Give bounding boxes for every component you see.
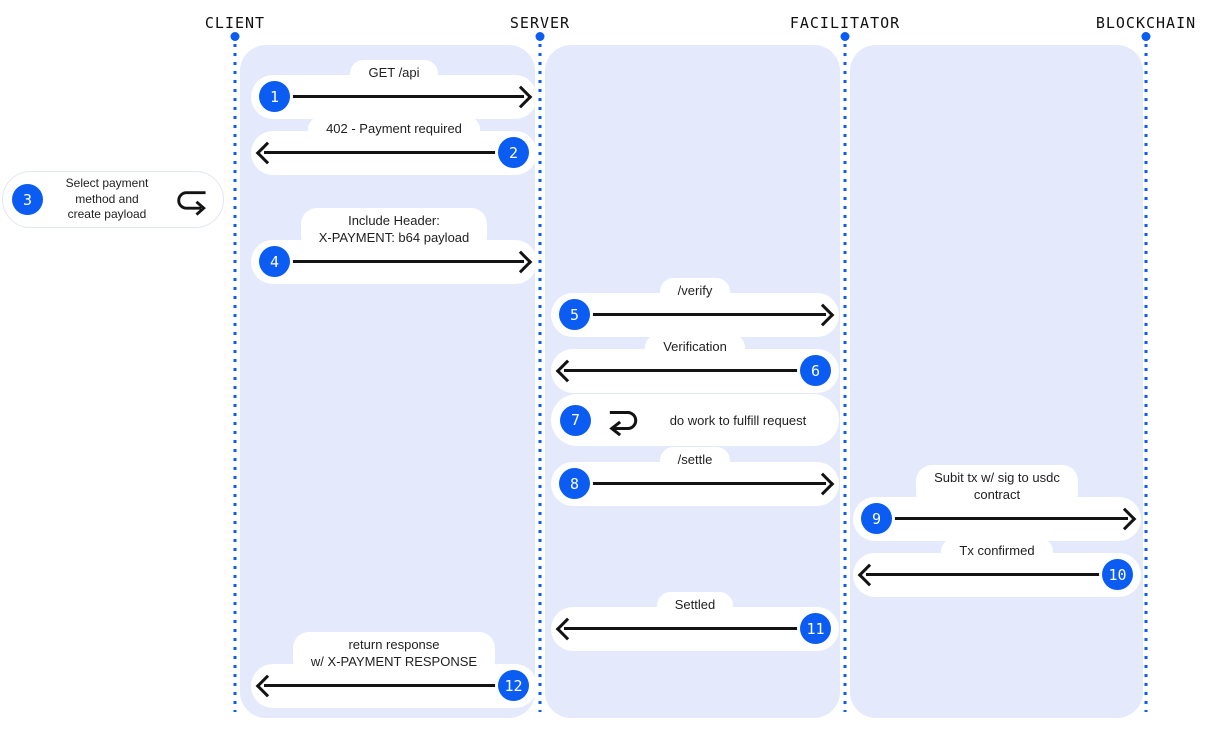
step-5-badge: 5: [559, 299, 590, 331]
arrow-line: [564, 369, 800, 373]
arrow-line: [866, 573, 1102, 577]
step-2-badge: 2: [498, 137, 529, 169]
message-5: /verify 5: [551, 278, 839, 337]
arrow-line: [264, 151, 498, 155]
lifeline-client: [233, 44, 237, 712]
arrow-line: [892, 517, 1128, 521]
message-4-label: Include Header: X-PAYMENT: b64 payload: [300, 208, 488, 252]
arrowhead-right-icon: [811, 303, 835, 327]
step-10-badge: 10: [1102, 559, 1133, 591]
arrowhead-right-icon: [509, 250, 533, 274]
arrow-line: [264, 684, 498, 688]
step-7-badge: 7: [560, 404, 591, 436]
message-9-label: Subit tx w/ sig to usdc contract: [916, 465, 1078, 509]
step-3-badge: 3: [12, 184, 43, 215]
step-6-badge: 6: [800, 355, 831, 387]
message-1-label: GET /api: [350, 60, 438, 87]
message-10-label: Tx confirmed: [941, 538, 1053, 565]
arrowhead-right-icon: [1113, 507, 1137, 531]
lifeline-blockchain: [1144, 44, 1148, 712]
lifeline-dot-client: [230, 32, 240, 41]
message-8: /settle 8: [551, 447, 839, 506]
panel-facilitator-blockchain: [850, 45, 1143, 718]
message-6-label: Verification: [645, 334, 745, 361]
message-4: Include Header: X-PAYMENT: b64 payload 4: [251, 208, 537, 284]
message-2-label: 402 - Payment required: [308, 116, 480, 143]
lifeline-dot-blockchain: [1141, 32, 1151, 41]
actor-label-blockchain: BLOCKCHAIN: [1095, 14, 1197, 32]
message-12: return response w/ X-PAYMENT RESPONSE 12: [251, 632, 537, 708]
message-1-arrow: 1: [251, 74, 537, 119]
message-11-label: Settled: [656, 592, 734, 619]
message-11: Settled 11: [551, 592, 839, 651]
arrowhead-left-icon: [857, 563, 881, 587]
lifeline-facilitator: [843, 44, 847, 712]
message-12-label: return response w/ X-PAYMENT RESPONSE: [292, 632, 496, 676]
message-8-arrow: 8: [551, 461, 839, 506]
actor-label-facilitator: FACILITATOR: [789, 14, 901, 32]
arrowhead-left-icon: [255, 674, 279, 698]
arrow-line: [590, 313, 826, 317]
message-5-label: /verify: [659, 278, 731, 305]
actor-label-client: CLIENT: [204, 14, 266, 32]
message-6: Verification 6: [551, 334, 839, 393]
arrowhead-left-icon: [555, 617, 579, 641]
step-9-badge: 9: [861, 503, 892, 535]
arrow-line: [290, 260, 524, 264]
arrow-line: [564, 627, 800, 631]
arrowhead-left-icon: [255, 141, 279, 165]
arrow-line: [590, 482, 826, 486]
step-12-badge: 12: [498, 670, 529, 702]
step-8-badge: 8: [559, 468, 590, 500]
lifeline-dot-server: [535, 32, 545, 41]
hook-arrow-right-icon: [177, 190, 206, 216]
arrowhead-left-icon: [555, 359, 579, 383]
message-2: 402 - Payment required 2: [251, 116, 537, 175]
arrowhead-right-icon: [811, 472, 835, 496]
loop-return-arrow-icon: [609, 410, 638, 436]
message-1: GET /api 1: [251, 60, 537, 119]
step-4-badge: 4: [259, 246, 290, 278]
message-8-label: /settle: [659, 447, 731, 474]
message-3-label: Select payment method and create payload: [65, 176, 149, 222]
message-9: Subit tx w/ sig to usdc contract 9: [853, 465, 1141, 541]
arrow-line: [290, 95, 524, 99]
arrowhead-right-icon: [509, 85, 533, 109]
message-7-label: do work to fulfill request: [669, 412, 807, 428]
message-10: Tx confirmed 10: [853, 538, 1141, 597]
lifeline-server: [538, 44, 542, 712]
actor-label-server: SERVER: [509, 14, 571, 32]
lifeline-dot-facilitator: [840, 32, 850, 41]
step-11-badge: 11: [800, 613, 831, 645]
message-3-note: 3 Select payment method and create paylo…: [2, 171, 224, 228]
message-7-self: 7 do work to fulfill request: [551, 394, 839, 446]
step-1-badge: 1: [259, 81, 290, 113]
